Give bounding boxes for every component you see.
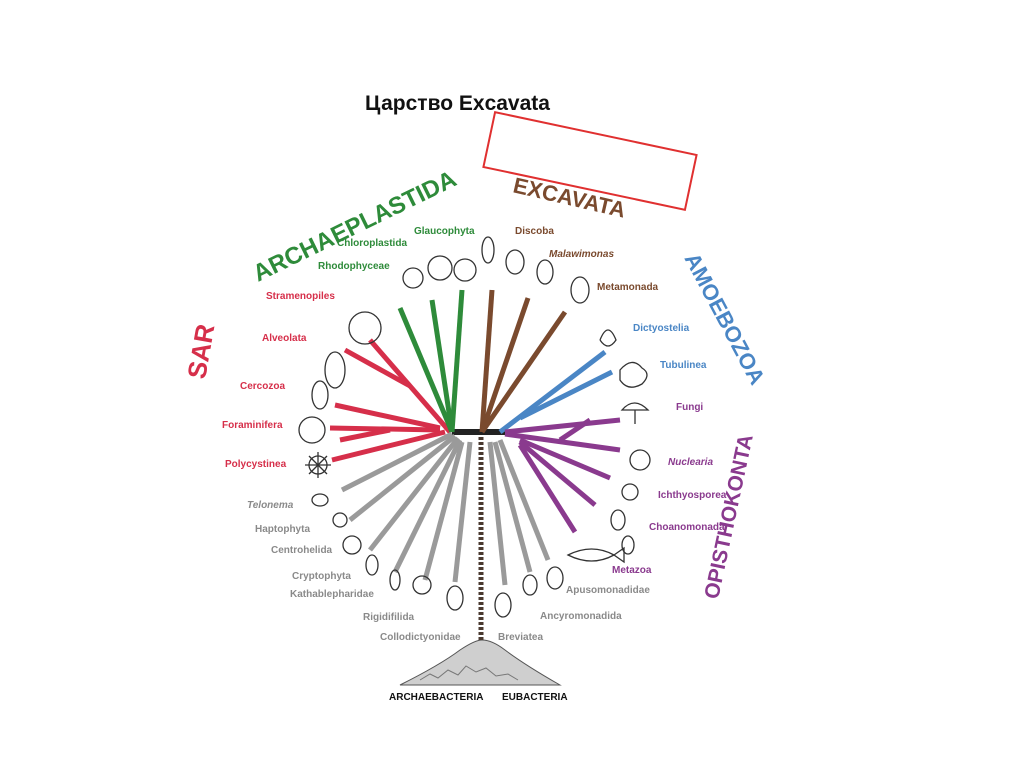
root-eubacteria: EUBACTERIA bbox=[502, 692, 568, 703]
diatom-icon bbox=[348, 311, 382, 345]
taxon-tubulinea: Tubulinea bbox=[660, 360, 707, 371]
archaeplastida-branches bbox=[397, 289, 465, 433]
green-plant-icon bbox=[427, 255, 453, 281]
taxon-cryptophyta: Cryptophyta bbox=[292, 571, 351, 582]
taxon-collodictyonidae: Collodictyonidae bbox=[380, 632, 461, 643]
red-alga-icon bbox=[402, 267, 424, 289]
taxon-glaucophyta: Glaucophyta bbox=[414, 226, 475, 237]
telonema-icon bbox=[311, 493, 329, 507]
trichomonad-icon bbox=[570, 276, 590, 304]
mushroom-icon bbox=[620, 402, 650, 424]
apusomonad-icon bbox=[546, 566, 564, 590]
bacteria-mound-texture bbox=[419, 665, 519, 681]
taxon-discoba: Discoba bbox=[515, 226, 554, 237]
taxon-ichthyosporea: Ichthyosporea bbox=[658, 490, 727, 501]
taxon-choanomonada: Choanomonada bbox=[649, 522, 725, 533]
centrohelid-icon bbox=[342, 535, 362, 555]
haptophyte-icon bbox=[332, 512, 348, 528]
taxon-nuclearia: Nuclearia bbox=[668, 457, 713, 468]
taxon-stramenopiles: Stramenopiles bbox=[266, 291, 335, 302]
collodictyonid-icon bbox=[446, 585, 464, 611]
kathablepharid-icon bbox=[389, 569, 401, 591]
amoebozoa-branches bbox=[498, 350, 614, 434]
bacteria-root-mound bbox=[399, 639, 562, 686]
ichthyosporea-icon bbox=[621, 483, 639, 501]
organism-sketches bbox=[298, 236, 651, 618]
taxon-foraminifera: Foraminifera bbox=[222, 420, 283, 431]
breviatea-icon bbox=[494, 592, 512, 618]
taxon-cercozoa: Cercozoa bbox=[240, 381, 285, 392]
taxon-ancyromonadida: Ancyromonadida bbox=[540, 611, 622, 622]
beetle-icon bbox=[621, 535, 635, 555]
taxon-malawimonas: Malawimonas bbox=[549, 249, 614, 260]
taxon-telonema: Telonema bbox=[247, 500, 294, 511]
taxon-metamonada: Metamonada bbox=[597, 282, 659, 293]
nuclearia-icon bbox=[629, 449, 651, 471]
fish-icon bbox=[566, 546, 625, 564]
taxon-alveolata: Alveolata bbox=[262, 333, 307, 344]
taxon-metazoa: Metazoa bbox=[612, 565, 652, 576]
alveolate-cell-icon bbox=[324, 351, 346, 389]
ancyromonad-icon bbox=[522, 574, 538, 596]
cercozoa-cell-icon bbox=[311, 380, 329, 410]
radiolarian-spines-icon bbox=[305, 452, 331, 478]
group-label-sar: SAR bbox=[181, 322, 220, 381]
malawimonas-icon bbox=[536, 259, 554, 285]
taxon-rhodophyceae: Rhodophyceae bbox=[318, 261, 390, 272]
taxon-rigidifilida: Rigidifilida bbox=[363, 612, 415, 623]
rigidifilida-icon bbox=[412, 575, 432, 595]
discoba-cell-icon bbox=[505, 249, 525, 275]
taxon-chloroplastida: Chloroplastida bbox=[337, 238, 407, 249]
taxon-polycystinea: Polycystinea bbox=[225, 459, 287, 470]
opisthokonta-branches bbox=[504, 417, 621, 534]
sar-branches bbox=[329, 338, 452, 463]
euglena-icon bbox=[481, 236, 495, 264]
excavata-branches bbox=[479, 289, 568, 434]
taxon-dictyostelia: Dictyostelia bbox=[633, 323, 690, 334]
foraminifera-shell-icon bbox=[298, 416, 326, 444]
slide-title: Царство Excavata bbox=[365, 92, 550, 115]
cryptophyte-icon bbox=[365, 554, 379, 576]
taxon-centrohelida: Centrohelida bbox=[271, 545, 333, 556]
glaucophyte-icon bbox=[453, 258, 477, 282]
taxon-breviatea: Breviatea bbox=[498, 632, 543, 643]
choanoflagellate-icon bbox=[610, 509, 626, 531]
taxon-kathablepharidae: Kathablepharidae bbox=[290, 589, 374, 600]
other-branches bbox=[340, 431, 551, 586]
root-archaebacteria: ARCHAEBACTERIA bbox=[389, 692, 483, 703]
taxon-apusomonadidae: Apusomonadidae bbox=[566, 585, 650, 596]
taxon-haptophyta: Haptophyta bbox=[255, 524, 310, 535]
amoeba-icon bbox=[619, 361, 648, 388]
taxon-fungi: Fungi bbox=[676, 402, 703, 413]
slime-mold-icon bbox=[599, 329, 617, 347]
